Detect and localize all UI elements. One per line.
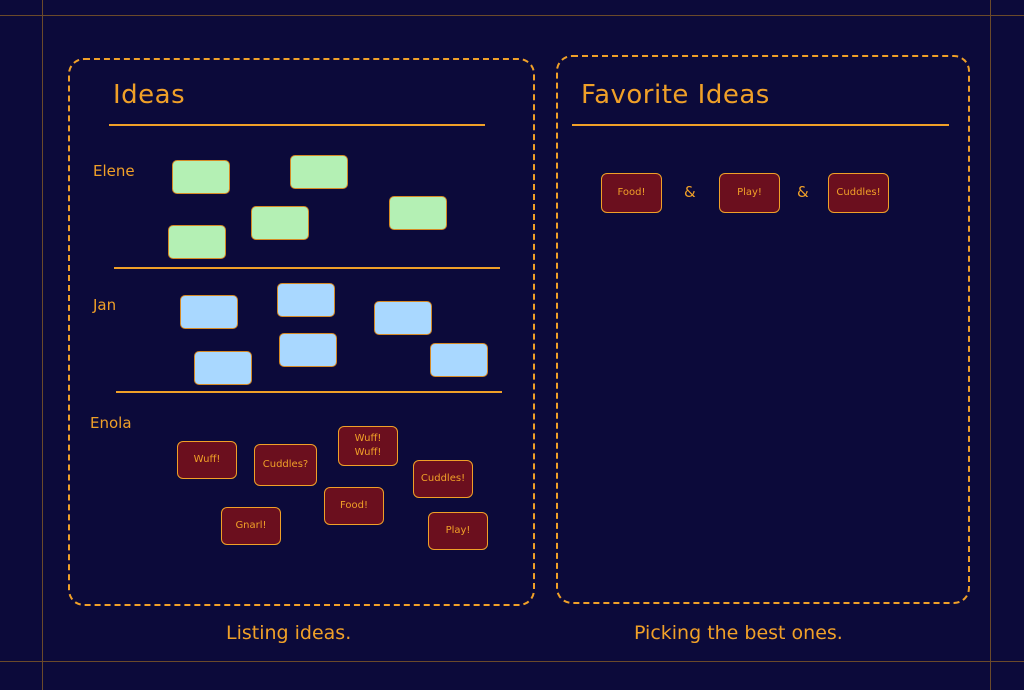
ideas-panel (68, 58, 535, 606)
favorite-card[interactable]: Play! (719, 173, 780, 213)
sticky-note[interactable] (180, 295, 238, 329)
row-label-elene: Elene (93, 162, 135, 180)
idea-card[interactable]: Wuff! Wuff! (338, 426, 398, 466)
sticky-note[interactable] (279, 333, 337, 367)
favorites-caption: Picking the best ones. (634, 622, 843, 644)
guide-line-left (42, 0, 43, 690)
sticky-note[interactable] (374, 301, 432, 335)
favorite-card[interactable]: Food! (601, 173, 662, 213)
idea-card[interactable]: Play! (428, 512, 488, 550)
row-divider (114, 267, 500, 269)
favorite-card[interactable]: Cuddles! (828, 173, 889, 213)
guide-line-top (0, 15, 1024, 16)
ideas-title-underline (109, 124, 485, 126)
sticky-note[interactable] (194, 351, 252, 385)
sticky-note[interactable] (277, 283, 335, 317)
row-label-enola: Enola (90, 414, 132, 432)
favorites-title-underline (572, 124, 949, 126)
sticky-note[interactable] (172, 160, 230, 194)
sticky-note[interactable] (168, 225, 226, 259)
idea-card[interactable]: Wuff! (177, 441, 237, 479)
ampersand: & (684, 183, 696, 201)
ideas-panel-title: Ideas (113, 80, 186, 110)
sticky-note[interactable] (389, 196, 447, 230)
row-label-jan: Jan (93, 296, 117, 314)
ideas-caption: Listing ideas. (226, 622, 352, 644)
sticky-note[interactable] (290, 155, 348, 189)
ampersand: & (797, 183, 809, 201)
idea-card[interactable]: Cuddles? (254, 444, 317, 486)
guide-line-right (990, 0, 991, 690)
idea-card[interactable]: Cuddles! (413, 460, 473, 498)
sticky-note[interactable] (251, 206, 309, 240)
idea-card[interactable]: Food! (324, 487, 384, 525)
idea-card[interactable]: Gnarl! (221, 507, 281, 545)
favorites-panel (556, 55, 970, 604)
guide-line-bottom (0, 661, 1024, 662)
sticky-note[interactable] (430, 343, 488, 377)
favorites-panel-title: Favorite Ideas (581, 80, 770, 110)
row-divider (116, 391, 502, 393)
